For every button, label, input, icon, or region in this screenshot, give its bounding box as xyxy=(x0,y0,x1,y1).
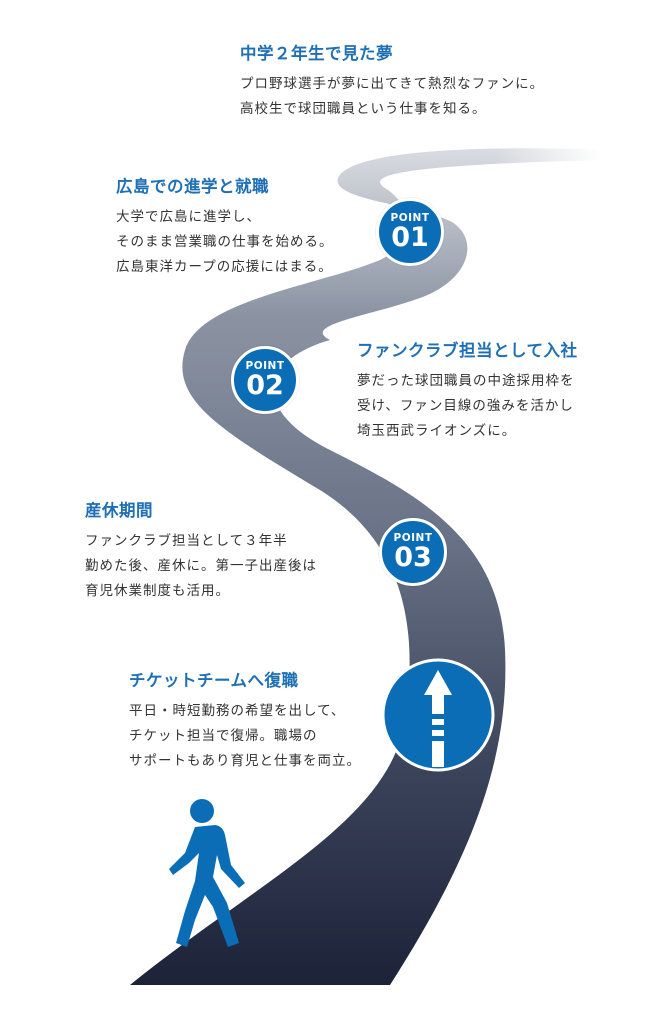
horizon-fade xyxy=(340,140,620,180)
step-text: 大学で広島に進学し、 xyxy=(116,209,261,225)
step-title: 産休期間 xyxy=(85,501,153,520)
step-text: 高校生で球団職員という仕事を知る。 xyxy=(240,101,487,117)
step-text: そのまま営業職の仕事を始める。 xyxy=(116,234,334,250)
step-text: 育児休業制度も活用。 xyxy=(85,583,230,599)
step-maternity: 産休期間 ファンクラブ担当として３年半 勤めた後、産休に。第一子出産後は 育児休… xyxy=(85,497,317,604)
step-text: プロ野球選手が夢に出てきて熱烈なファンに。 xyxy=(240,76,545,92)
point-01-badge: POINT 01 xyxy=(376,198,444,266)
badge-label: POINT xyxy=(393,532,433,544)
step-dream: 中学２年生で見た夢 プロ野球選手が夢に出てきて熱烈なファンに。 高校生で球団職員… xyxy=(240,40,544,122)
step-text: チケット担当で復帰。職場の xyxy=(129,728,318,744)
up-arrow-sign-icon xyxy=(381,658,495,772)
step-text: ファンクラブ担当として３年半 xyxy=(85,533,288,549)
step-title: チケットチームへ復職 xyxy=(129,671,299,690)
point-03-badge: POINT 03 xyxy=(379,518,447,586)
badge-number: 03 xyxy=(394,542,432,573)
step-text: 勤めた後、産休に。第一子出産後は xyxy=(85,558,317,574)
step-text: 夢だった球団職員の中途採用枠を xyxy=(357,373,575,389)
badge-label: POINT xyxy=(245,360,285,372)
badge-number: 02 xyxy=(246,370,284,401)
step-return: チケットチームへ復職 平日・時短勤務の希望を出して、 チケット担当で復帰。職場の… xyxy=(129,667,361,774)
badge-label: POINT xyxy=(390,212,430,224)
step-title: 広島での進学と就職 xyxy=(116,177,269,196)
step-text: 受け、ファン目線の強みを活かし xyxy=(357,398,574,414)
step-text: サポートもあり育児と仕事を両立。 xyxy=(129,753,361,769)
step-text: 埼玉西武ライオンズに。 xyxy=(357,423,517,439)
step-join: ファンクラブ担当として入社 夢だった球団職員の中途採用枠を 受け、ファン目線の強… xyxy=(357,337,578,444)
badge-number: 01 xyxy=(391,222,429,253)
step-text: 広島東洋カープの応援にはまる。 xyxy=(116,259,333,275)
step-title: ファンクラブ担当として入社 xyxy=(357,341,578,360)
step-text: 平日・時短勤務の希望を出して、 xyxy=(129,703,346,719)
step-title: 中学２年生で見た夢 xyxy=(240,44,393,63)
step-hiroshima: 広島での進学と就職 大学で広島に進学し、 そのまま営業職の仕事を始める。 広島東… xyxy=(116,173,334,280)
walking-person-icon xyxy=(169,799,245,947)
point-02-badge: POINT 02 xyxy=(231,346,299,414)
